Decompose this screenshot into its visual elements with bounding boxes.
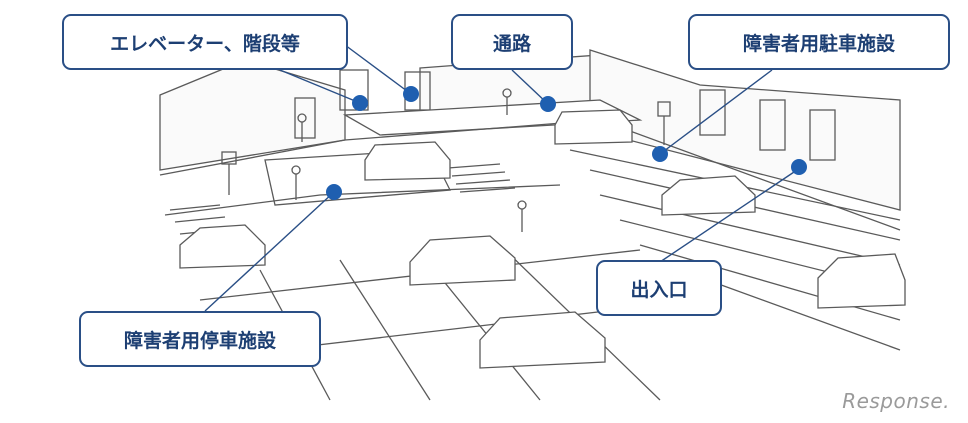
car-left [179,224,266,269]
callout-accessible-parking: 障害者用駐車施設 [688,14,950,70]
curb-line [164,184,561,216]
leader-lines [204,44,801,312]
callout-accessible-stopping: 障害者用停車施設 [79,311,321,367]
leader-stopping [204,191,335,312]
van-center [364,141,451,181]
marker-accessible-parking [652,146,668,162]
right-door-1 [699,89,726,136]
marker-accessible-stopping [326,184,342,200]
wagon-front [479,311,606,369]
car-far-right [817,253,906,309]
leader-parking [659,69,773,155]
leader-exit [659,167,801,263]
response-watermark: Response. [842,389,950,413]
people [291,88,527,232]
car-middle [409,235,516,286]
leader-elevator-2 [344,44,412,95]
walkway [342,99,643,136]
leader-passage [511,69,549,105]
location-markers [326,86,807,200]
marker-passage [540,96,556,112]
right-door-2 [759,99,786,151]
callout-elevator-stairs: エレベーター、階段等 [62,14,348,70]
cars [179,109,906,369]
building-door [294,97,316,139]
background-drawing [159,49,906,401]
car-right [661,175,756,216]
ground-edge [159,119,901,231]
marker-stairs [403,86,419,102]
right-door-3 [809,109,836,161]
van-right [554,109,633,145]
marker-entrance-exit [791,159,807,175]
elevator-door [339,69,369,111]
leader-elevator-1 [279,69,361,104]
callout-entrance-exit: 出入口 [596,260,722,316]
signs [221,101,671,195]
left-building [159,59,346,171]
callout-passage: 通路 [451,14,573,70]
marker-elevator [352,95,368,111]
